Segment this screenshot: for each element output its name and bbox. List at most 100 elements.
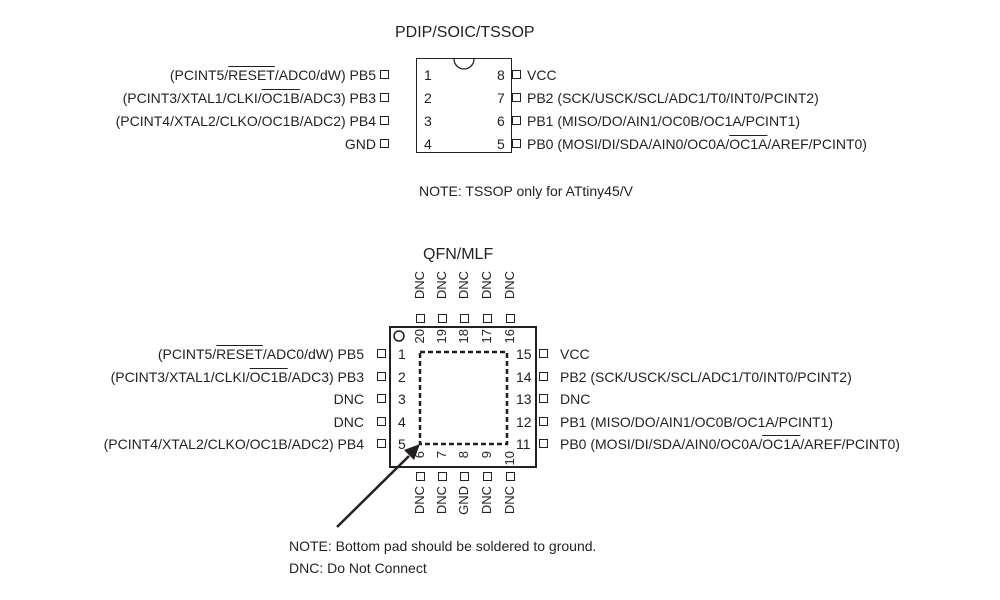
pdip-pin-label: PB1 (MISO/DO/AIN1/OC0B/OC1A/PCINT1) xyxy=(527,113,800,129)
qfn-pin-label: PB2 (SCK/USCK/SCL/ADC1/T0/INT0/PCINT2) xyxy=(560,369,852,385)
pdip-title: PDIP/SOIC/TSSOP xyxy=(395,24,535,41)
qfn-top-pin-label: DNC xyxy=(412,271,427,300)
qfn-bottom-pin-label: DNC xyxy=(434,486,449,515)
pdip-pin-label-part: PB0 (MOSI/DI/SDA/AIN0/OC0A/ xyxy=(527,136,730,152)
qfn-pin-pad xyxy=(377,371,386,381)
pdip-pin-label-part: PB1 (MISO/DO/AIN1/OC0B/OC1A/PCINT1) xyxy=(527,113,801,129)
qfn-top-pin-number: 18 xyxy=(456,329,471,344)
qfn-pin-number: 4 xyxy=(398,413,406,430)
qfn-note-dnc: DNC: Do Not Connect xyxy=(289,560,427,576)
qfn-pin-label-part: OC1B xyxy=(249,368,288,385)
pdip-pin-label: (PCINT5/RESET/ADC0/dW) PB5 xyxy=(170,67,376,83)
pdip-pin-number: 7 xyxy=(497,90,505,106)
qfn-pin-label-part: /ADC3) PB3 xyxy=(287,368,364,385)
qfn-chip-body xyxy=(389,326,537,468)
pdip-pin-label: (PCINT3/XTAL1/CLKI/OC1B/ADC3) PB3 xyxy=(123,90,376,106)
pdip-pin-pad xyxy=(512,139,521,148)
qfn-pin-label: DNC xyxy=(560,391,590,407)
qfn-pin-label-part: /AREF/PCINT0) xyxy=(800,436,900,452)
pdip-pin-label-part: VCC xyxy=(527,67,557,83)
pdip-pin-number: 8 xyxy=(497,67,505,83)
exposed-pad-outline xyxy=(418,350,509,446)
qfn-pin-label-part: PB0 (MOSI/DI/SDA/AIN0/OC0A/ xyxy=(560,436,763,452)
qfn-top-pin-number: 16 xyxy=(502,329,517,344)
qfn-pin-label-part: DNC xyxy=(333,413,364,430)
pad-arrow-line xyxy=(336,455,410,528)
pdip-pin-number: 1 xyxy=(424,67,432,83)
qfn-top-pin-number: 20 xyxy=(412,329,427,344)
qfn-pin-label: (PCINT4/XTAL2/CLKO/OC1B/ADC2) PB4 xyxy=(104,436,364,452)
qfn-bottom-pin-pad xyxy=(416,472,425,481)
qfn-bottom-pin-number: 7 xyxy=(434,451,449,459)
qfn-top-pin-label: DNC xyxy=(502,271,517,300)
pdip-pin-label: VCC xyxy=(527,67,557,83)
qfn-pin-label-part: VCC xyxy=(560,346,590,362)
pdip-pin-number: 2 xyxy=(424,90,432,106)
pdip-pin-label-part: RESET xyxy=(228,67,275,83)
pdip-pin-label-part: GND xyxy=(344,136,376,152)
qfn-pin-label-part: OC1A xyxy=(762,436,801,452)
qfn-top-pin-number: 19 xyxy=(434,329,449,344)
qfn-bottom-pin-label: DNC xyxy=(412,486,427,515)
qfn-top-pin-label: DNC xyxy=(434,271,449,300)
qfn-pin-label: (PCINT5/RESET/ADC0/dW) PB5 xyxy=(158,346,364,362)
qfn-top-pin-pad xyxy=(438,314,447,323)
qfn-pin-number: 15 xyxy=(516,346,532,362)
qfn-pin-pad xyxy=(539,349,548,358)
qfn-top-pin-pad xyxy=(460,314,469,323)
pdip-pin-label-part: /ADC3) PB3 xyxy=(299,90,376,106)
qfn-bottom-pin-pad xyxy=(460,472,469,481)
qfn-bottom-pin-number: 6 xyxy=(412,451,427,459)
qfn-bottom-pin-label: GND xyxy=(456,486,471,515)
qfn-bottom-pin-label: DNC xyxy=(479,486,494,515)
pdip-pin-label-part: PB2 (SCK/USCK/SCL/ADC1/T0/INT0/PCINT2) xyxy=(527,90,819,106)
qfn-bottom-pin-number: 8 xyxy=(456,451,471,459)
pdip-pin-pad xyxy=(380,70,389,79)
pdip-pin-pad xyxy=(380,139,389,148)
pdip-pin-label: PB0 (MOSI/DI/SDA/AIN0/OC0A/OC1A/AREF/PCI… xyxy=(527,136,867,152)
qfn-bottom-pin-label: DNC xyxy=(502,486,517,515)
qfn-pin-label-part: (PCINT4/XTAL2/CLKO/OC1B/ADC2) PB4 xyxy=(103,436,364,452)
qfn-pin-label-part: (PCINT3/XTAL1/CLKI/ xyxy=(110,368,250,385)
qfn-pin-label: (PCINT3/XTAL1/CLKI/OC1B/ADC3) PB3 xyxy=(111,369,364,385)
qfn-pin-pad xyxy=(377,349,386,358)
qfn-pin-number: 11 xyxy=(516,436,531,452)
pdip-pin-label-part: (PCINT4/XTAL2/CLKO/OC1B/ADC2) PB4 xyxy=(115,113,376,129)
pdip-pin-number: 5 xyxy=(497,136,505,152)
qfn-pin-label-part: PB1 (MISO/DO/AIN1/OC0B/OC1A/PCINT1) xyxy=(560,413,834,430)
pdip-pin-pad xyxy=(512,70,521,79)
qfn-top-pin-number: 17 xyxy=(479,329,494,344)
qfn-pin-number: 13 xyxy=(516,391,532,407)
pdip-pin-label-part: OC1B xyxy=(261,90,300,106)
pdip-note: NOTE: TSSOP only for ATtiny45/V xyxy=(419,183,633,199)
qfn-pin-label-part: DNC xyxy=(333,391,364,407)
pin1-marker-icon xyxy=(393,330,405,342)
qfn-pin-pad xyxy=(377,416,386,426)
qfn-note-pad: NOTE: Bottom pad should be soldered to g… xyxy=(289,538,597,554)
qfn-pin-number: 1 xyxy=(398,346,406,362)
qfn-pin-pad xyxy=(539,416,548,426)
qfn-pin-pad xyxy=(377,439,386,448)
qfn-pin-label: DNC xyxy=(334,391,364,407)
qfn-top-pin-label: DNC xyxy=(479,271,494,300)
qfn-bottom-pin-pad xyxy=(483,472,492,481)
pdip-pin-label-part: /AREF/PCINT0) xyxy=(767,136,867,152)
pdip-pin-label: PB2 (SCK/USCK/SCL/ADC1/T0/INT0/PCINT2) xyxy=(527,90,819,106)
pdip-pin-label-part: OC1A xyxy=(729,136,768,152)
qfn-pin-number: 14 xyxy=(516,368,532,385)
pdip-pin-label: GND xyxy=(345,136,376,152)
pdip-pin-pad xyxy=(512,93,521,102)
qfn-pin-pad xyxy=(539,371,548,381)
qfn-top-pin-pad xyxy=(416,314,425,323)
pdip-pin-number: 6 xyxy=(497,113,505,129)
qfn-bottom-pin-pad xyxy=(438,472,447,481)
qfn-top-pin-pad xyxy=(506,314,515,323)
qfn-pin-label-part: PB2 (SCK/USCK/SCL/ADC1/T0/INT0/PCINT2) xyxy=(560,368,852,385)
qfn-pin-number: 3 xyxy=(398,391,406,407)
qfn-pin-label: DNC xyxy=(334,414,364,430)
pdip-pin-label-part: (PCINT3/XTAL1/CLKI/ xyxy=(122,90,262,106)
qfn-pin-pad xyxy=(377,394,386,403)
qfn-top-pin-pad xyxy=(483,314,492,323)
